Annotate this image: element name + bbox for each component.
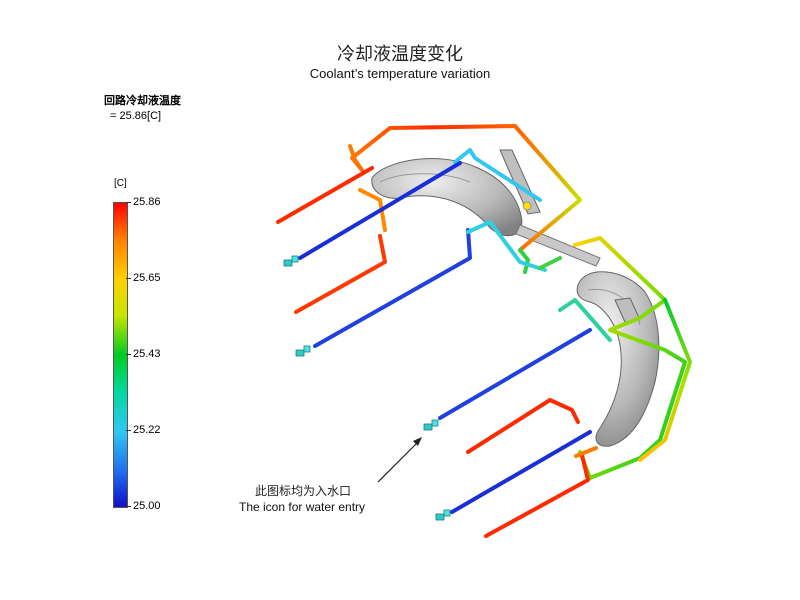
channel-red-lower [466, 398, 580, 454]
result-value: = 25.86[C] [110, 110, 162, 122]
water-inlet-icon [435, 509, 451, 521]
annotation-english: The icon for water entry [239, 500, 366, 514]
legend-unit: [C] [114, 178, 127, 189]
channel-blue-lower-2 [450, 430, 592, 514]
result-label: 回路冷却液温度 [104, 94, 181, 107]
channel-lower-inner [558, 298, 612, 342]
upper-cooling-circuit [276, 124, 582, 348]
legend-tick-min: 25.00 [133, 500, 161, 512]
channel-upper-drop [518, 248, 530, 274]
annotation-arrow [377, 437, 422, 483]
legend-tick-mark [126, 202, 131, 203]
channel-blue-lower [438, 328, 592, 420]
lower-cooling-circuit [438, 236, 692, 538]
legend-tick-mark [126, 430, 131, 431]
channel-upper-orange [358, 188, 387, 232]
water-inlet-icon [295, 345, 311, 357]
channel-red-upper-2 [294, 234, 387, 314]
channel-red-lower-2 [484, 453, 590, 538]
sensor-point [522, 201, 532, 211]
legend-tick-max: 25.86 [133, 196, 161, 208]
channel-upper-inner [453, 148, 542, 202]
legend-tick-4: 25.22 [133, 424, 161, 436]
water-inlet-icon [423, 419, 439, 431]
molded-part-lower [576, 271, 660, 447]
channel-upper-loop [348, 124, 582, 252]
water-inlet-icon [283, 255, 299, 267]
title-english: Coolant’s temperature variation [309, 66, 491, 81]
channel-lower-loop [573, 236, 687, 480]
legend-tick-mark [126, 506, 131, 507]
channel-red-upper [276, 166, 374, 224]
channel-lower-right [638, 298, 692, 462]
channel-green-link [538, 256, 562, 270]
color-scale-bar [113, 202, 128, 508]
legend-tick-3: 25.43 [133, 348, 161, 360]
channel-cyan-upper [466, 220, 547, 272]
channel-blue-upper-2 [313, 228, 472, 348]
channel-blue-upper [298, 161, 462, 260]
legend-tick-2: 25.65 [133, 272, 161, 284]
molded-part-upper [371, 149, 601, 267]
annotation-chinese: 此图标均为入水口 [255, 484, 352, 498]
channel-orange-lower [574, 446, 598, 458]
legend-tick-mark [126, 354, 131, 355]
legend-tick-mark [126, 278, 131, 279]
title-chinese: 冷却液温度变化 [337, 44, 463, 65]
